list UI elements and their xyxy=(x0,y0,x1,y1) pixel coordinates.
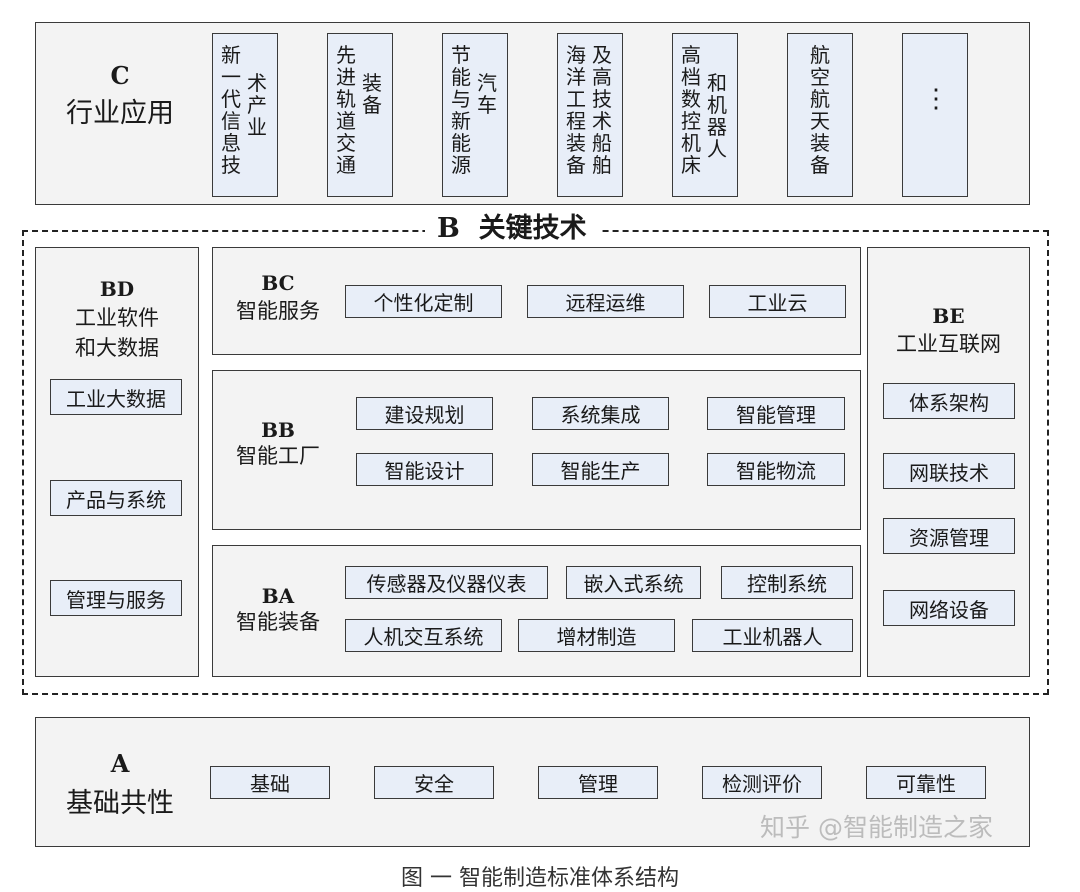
a-item-safety: 安全 xyxy=(374,766,494,799)
bb-item-system-integration: 系统集成 xyxy=(532,397,669,430)
c-item-column-2: 术产业 xyxy=(247,71,267,139)
bd-line2: 和大数据 xyxy=(75,336,159,360)
ba-item-embedded-systems: 嵌入式系统 xyxy=(566,566,701,599)
ba-name: 智能装备 xyxy=(236,610,320,634)
ba-item-additive-manufacturing: 增材制造 xyxy=(518,619,675,652)
be-code: BE xyxy=(932,304,965,328)
c-item-ocean-engineering-ships: 海洋工程装备及高技术船舶 xyxy=(557,33,623,197)
c-item-column-2: 汽车 xyxy=(477,71,497,117)
layer-b-title: B 关键技术 xyxy=(425,212,599,246)
bb-item-construction-planning: 建设规划 xyxy=(356,397,493,430)
bb-item-smart-logistics: 智能物流 xyxy=(707,453,845,486)
c-item-rail-transit-equipment: 先进轨道交通装备 xyxy=(327,33,393,197)
layer-a-panel xyxy=(35,717,1030,847)
layer-c-name: 行业应用 xyxy=(66,98,174,129)
c-item-column-1: 先进轨道交通 xyxy=(336,43,356,177)
c-item-column-2: 及高技术船舶 xyxy=(592,43,612,177)
ba-item-sensors-instruments: 传感器及仪器仪表 xyxy=(345,566,548,599)
be-item-architecture: 体系架构 xyxy=(883,383,1015,419)
bb-item-smart-management: 智能管理 xyxy=(707,397,845,430)
ba-item-industrial-robots: 工业机器人 xyxy=(692,619,853,652)
c-item-aerospace-equipment: 航空航天装备 xyxy=(787,33,853,197)
be-item-resource-management: 资源管理 xyxy=(883,518,1015,554)
c-item-column-1: 高档数控机床 xyxy=(681,43,701,177)
bc-code: BC xyxy=(261,271,295,295)
layer-c-code: C xyxy=(110,61,130,90)
bb-code: BB xyxy=(261,418,295,442)
c-item-column-2: 和机器人 xyxy=(707,71,727,161)
c-item-column-1: 新一代信息技 xyxy=(221,43,241,177)
ba-code: BA xyxy=(261,584,295,608)
a-item-reliability: 可靠性 xyxy=(866,766,986,799)
ba-item-hmi-systems: 人机交互系统 xyxy=(345,619,502,652)
figure-caption: 图 一 智能制造标准体系结构 xyxy=(401,866,679,891)
be-item-network-devices: 网络设备 xyxy=(883,590,1015,626)
c-item-column-1: 海洋工程装备 xyxy=(566,43,586,177)
be-item-networking-tech: 网联技术 xyxy=(883,453,1015,489)
c-item-column-2: 装备 xyxy=(362,71,382,117)
watermark: 知乎 @智能制造之家 xyxy=(760,813,993,842)
bc-item-personalized-customization: 个性化定制 xyxy=(345,285,502,318)
bd-code: BD xyxy=(99,277,135,301)
c-item-next-gen-it: 新一代信息技术产业 xyxy=(212,33,278,197)
layer-a-code: A xyxy=(110,749,130,778)
a-item-management: 管理 xyxy=(538,766,658,799)
c-item-column-1: 节能与新能源 xyxy=(451,43,471,177)
bb-name: 智能工厂 xyxy=(236,444,320,468)
a-item-testing-evaluation: 检测评价 xyxy=(702,766,822,799)
c-item-cnc-machines-robots: 高档数控机床和机器人 xyxy=(672,33,738,197)
a-item-foundation: 基础 xyxy=(210,766,330,799)
bd-item-industrial-big-data: 工业大数据 xyxy=(50,379,182,415)
bc-item-industrial-cloud: 工业云 xyxy=(709,285,846,318)
bb-item-smart-production: 智能生产 xyxy=(532,453,669,486)
bd-item-management-service: 管理与服务 xyxy=(50,580,182,616)
c-item-new-energy-vehicles: 节能与新能源汽车 xyxy=(442,33,508,197)
bd-line1: 工业软件 xyxy=(75,306,159,330)
layer-a-name: 基础共性 xyxy=(66,788,174,819)
be-name: 工业互联网 xyxy=(896,332,1001,356)
c-item-more-ellipsis: ⋮ xyxy=(902,33,968,197)
layer-c-panel xyxy=(35,22,1030,205)
c-item-column-1: ⋮ xyxy=(923,84,949,114)
ba-item-control-systems: 控制系统 xyxy=(721,566,853,599)
c-item-column-1: 航空航天装备 xyxy=(810,43,830,177)
bc-name: 智能服务 xyxy=(236,299,320,323)
bc-item-remote-maintenance: 远程运维 xyxy=(527,285,684,318)
bd-item-product-system: 产品与系统 xyxy=(50,480,182,516)
bb-panel xyxy=(212,370,861,530)
bb-item-smart-design: 智能设计 xyxy=(356,453,493,486)
